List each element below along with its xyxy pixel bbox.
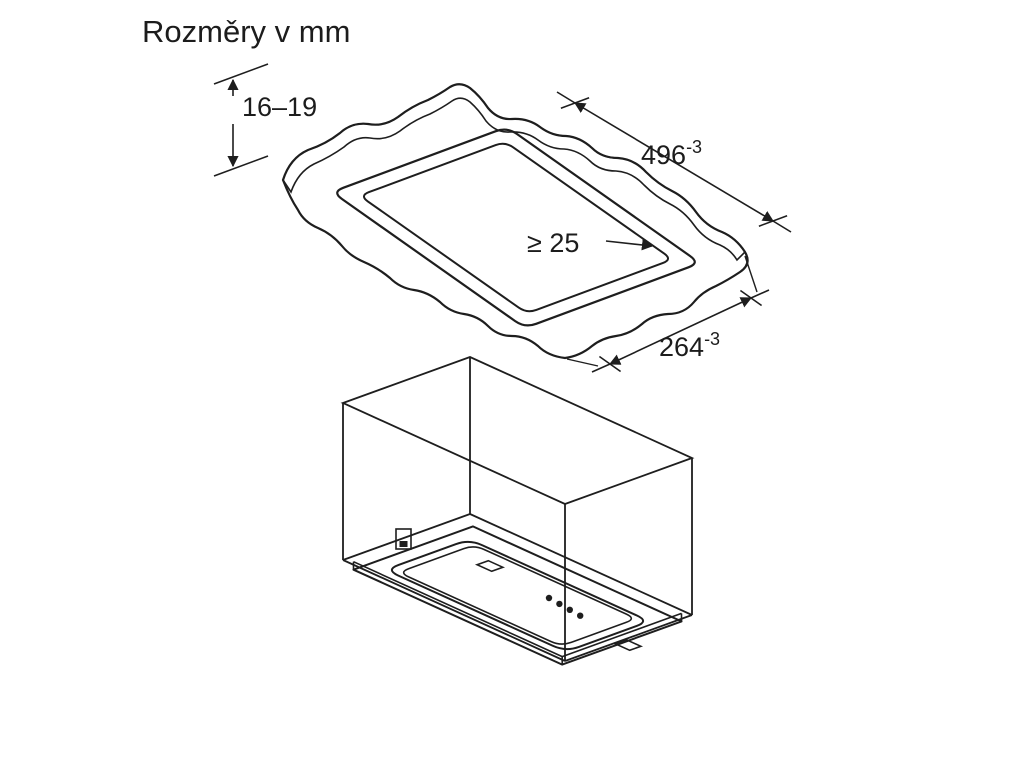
cabinet-top-face: [340, 356, 695, 505]
depth-label: 264-3: [659, 329, 720, 362]
page-title: Rozměry v mm: [142, 14, 350, 49]
depth-witness-tick-right: [739, 289, 763, 307]
depth-dim-line: [608, 297, 753, 365]
width-witness-tick-left: [560, 97, 590, 109]
power-switch-icon: [395, 528, 412, 550]
cutout-rim-outer: [336, 128, 696, 327]
depth-dim-tail-right: [750, 289, 770, 299]
thickness-label: 16–19: [242, 92, 317, 122]
width-witness-tick-right: [758, 215, 788, 227]
cabinet-bottom-back-left: [342, 513, 471, 561]
thickness-tick-top: [213, 63, 269, 85]
width-label: 496-3: [641, 137, 702, 170]
depth-dim-tail-left: [591, 363, 611, 373]
depth-witness-right: [744, 255, 758, 293]
clearance-label: ≥ 25: [527, 228, 579, 258]
control-button-dot: [566, 606, 573, 613]
width-dim-tail-right: [772, 220, 792, 233]
dim-thickness: 16–19: [213, 63, 317, 177]
control-button-dot: [545, 594, 553, 602]
depth-witness-left: [566, 358, 599, 367]
cabinet-bottom-back-right: [469, 513, 693, 616]
hatched-edge-band: [282, 83, 747, 262]
cabinet-bottom-front-left: [342, 559, 566, 662]
cutout-rim-inner: [363, 142, 669, 313]
clearance-arrow: [605, 239, 654, 251]
dim-depth-264: 264-3: [566, 255, 770, 373]
cutout-figure: [281, 83, 749, 360]
dim-clearance-25: ≥ 25: [527, 228, 654, 258]
light-window-right: [612, 638, 644, 652]
cabinet-bottom-front-right: [564, 614, 693, 662]
light-window-left: [474, 559, 506, 573]
dim-width-496: 496-3: [556, 91, 792, 233]
hood-rim-plate: [352, 525, 683, 666]
width-dim-line: [574, 102, 774, 222]
thickness-tick-bottom: [213, 155, 269, 177]
control-button-dot: [577, 612, 584, 619]
depth-witness-tick-left: [598, 355, 622, 373]
filter-panel-inner: [402, 546, 633, 645]
control-button-dot: [556, 600, 563, 608]
hood-figure: [340, 356, 695, 666]
filter-panel-outer: [390, 540, 645, 651]
width-dim-tail-left: [556, 91, 576, 104]
